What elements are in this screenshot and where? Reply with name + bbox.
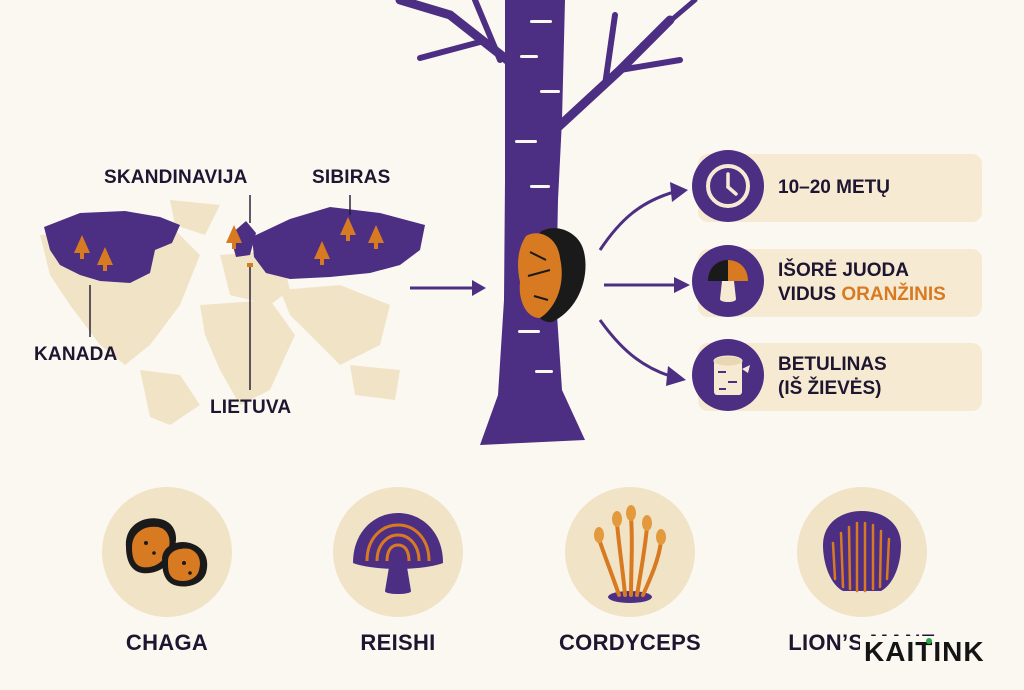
lions-mane-icon — [823, 511, 901, 593]
card-color: IŠORĖ JUODA VIDUS ORANŽINIS — [692, 245, 982, 317]
fungus-label-reishi: REISHI — [360, 630, 436, 655]
scandinavia-region — [230, 221, 256, 257]
label-sibiras: SIBIRAS — [312, 167, 391, 188]
fungus-label-cordyceps: CORDYCEPS — [558, 630, 702, 655]
card-color-line2-prefix: VIDUS — [778, 284, 842, 305]
chaga-icon — [125, 518, 208, 587]
reishi-circle — [333, 487, 463, 617]
tree-icons — [74, 217, 384, 271]
card-betulin: BETULINAS (IŠ ŽIEVĖS) — [692, 339, 982, 411]
mushroom-icon — [692, 245, 764, 317]
lithuania-region — [247, 263, 253, 267]
brand-logo: KAITINK — [860, 636, 989, 668]
label-lietuva: LIETUVA — [210, 397, 292, 418]
arrow-map-to-tree — [410, 280, 486, 296]
card-color-line1: IŠORĖ JUODA — [778, 260, 909, 281]
brand-dot-icon — [926, 638, 932, 644]
cordyceps-icon — [594, 505, 666, 603]
card-color-line2: VIDUS ORANŽINIS — [778, 283, 946, 307]
card-betulin-line2: (IŠ ŽIEVĖS) — [778, 378, 882, 399]
card-age: 10–20 METŲ — [692, 150, 982, 222]
birch-log-icon — [692, 339, 764, 411]
chaga-circle — [102, 487, 232, 617]
chaga-on-tree-icon — [518, 228, 586, 323]
arrows-tree-to-cards — [598, 182, 690, 386]
card-color-text: IŠORĖ JUODA VIDUS ORANŽINIS — [778, 259, 946, 307]
card-betulin-text: BETULINAS (IŠ ŽIEVĖS) — [778, 353, 887, 401]
world-map — [40, 195, 425, 425]
reishi-icon — [353, 513, 443, 594]
brand-text: KAITINK — [864, 636, 985, 667]
birch-tree-illustration — [395, 0, 698, 445]
clock-icon — [692, 150, 764, 222]
lions-mane-circle — [797, 487, 927, 617]
card-betulin-line1: BETULINAS — [778, 354, 887, 375]
cordyceps-circle — [565, 487, 695, 617]
card-color-accent: ORANŽINIS — [841, 284, 946, 305]
fungus-label-chaga: CHAGA — [125, 630, 209, 655]
card-age-text: 10–20 METŲ — [778, 177, 890, 198]
siberia-region — [252, 207, 425, 279]
label-kanada: KANADA — [34, 344, 118, 365]
label-skandinavija: SKANDINAVIJA — [104, 167, 248, 188]
canada-region — [44, 211, 180, 283]
